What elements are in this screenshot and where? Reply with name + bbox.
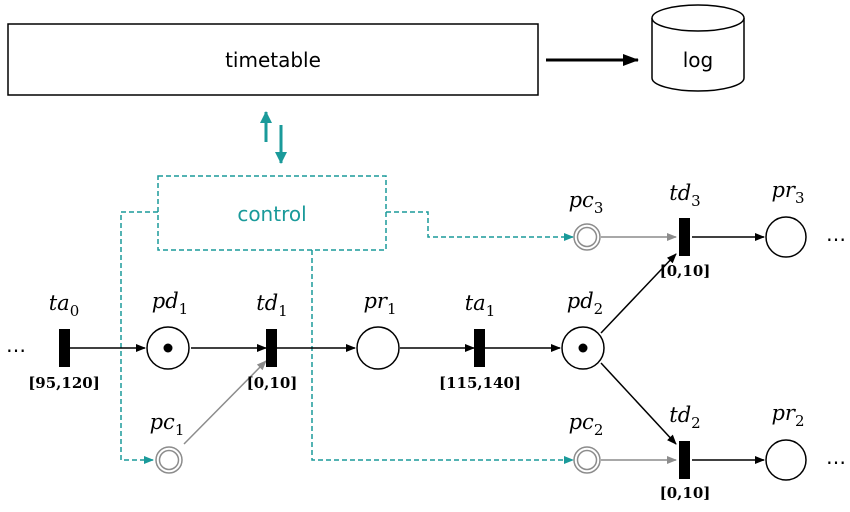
main-arcs <box>70 233 765 464</box>
places <box>146 216 807 481</box>
arc-pd2-td3 <box>600 253 677 334</box>
transition-td1 <box>266 329 277 367</box>
label-pd2: pd2 <box>567 289 603 318</box>
ellipsis-left: … <box>6 333 26 357</box>
interval-td1: [0,10] <box>247 374 298 392</box>
log-label: log <box>683 48 714 72</box>
arc-pd2-td2 <box>600 362 677 445</box>
interval-labels: [95,120] [0,10] [115,140] [0,10] [0,10] <box>28 262 710 502</box>
label-pc2: pc2 <box>569 410 604 439</box>
place-pc3 <box>573 223 601 251</box>
label-pd1: pd1 <box>152 289 188 318</box>
interval-ta0: [95,120] <box>28 374 100 392</box>
interval-td2: [0,10] <box>660 484 711 502</box>
transition-ta0 <box>59 329 70 367</box>
place-pd1 <box>146 326 190 370</box>
token <box>163 343 173 353</box>
control-place-arcs <box>183 233 677 464</box>
transitions <box>59 218 690 479</box>
node-labels: ta0 pd1 td1 pr1 ta1 pd2 td3 pr3 pc3 pc1 … <box>49 178 805 439</box>
transition-td3 <box>679 218 690 256</box>
control-links <box>120 211 574 464</box>
place-pr3 <box>765 216 807 258</box>
place-pr1 <box>356 326 400 370</box>
label-td2: td2 <box>669 403 700 432</box>
label-ta1: ta1 <box>465 291 496 320</box>
label-pr1: pr1 <box>363 289 396 318</box>
control-link-pc3 <box>386 211 574 241</box>
place-pc2 <box>573 446 601 474</box>
continuation-ellipses: … … … <box>6 222 846 469</box>
label-td1: td1 <box>256 291 287 320</box>
interval-ta1: [115,140] <box>439 374 521 392</box>
place-pc1 <box>155 446 183 474</box>
timetable-label: timetable <box>225 48 321 72</box>
timetable-block: timetable <box>7 23 539 96</box>
control-link-pc1 <box>120 211 158 464</box>
place-pr2 <box>765 439 807 481</box>
transition-td2 <box>679 441 690 479</box>
control-link-pc2 <box>311 250 574 464</box>
label-ta0: ta0 <box>49 291 80 320</box>
log-database-icon: log <box>651 4 745 92</box>
transition-ta1 <box>474 329 485 367</box>
label-pc3: pc3 <box>569 188 604 217</box>
control-places <box>155 223 601 474</box>
label-pr2: pr2 <box>771 401 804 430</box>
arc-pc1-td1 <box>183 360 267 445</box>
ellipsis-right-bottom: … <box>826 445 846 469</box>
timetable-control-exchange-arrows <box>260 111 287 164</box>
ellipsis-right-top: … <box>826 222 846 246</box>
label-pr3: pr3 <box>771 178 804 207</box>
interval-td3: [0,10] <box>660 262 711 280</box>
token <box>578 343 588 353</box>
place-pd2 <box>561 326 605 370</box>
label-td3: td3 <box>669 181 700 210</box>
control-label: control <box>237 202 306 226</box>
control-block: control <box>157 175 387 251</box>
label-pc1: pc1 <box>150 410 185 439</box>
